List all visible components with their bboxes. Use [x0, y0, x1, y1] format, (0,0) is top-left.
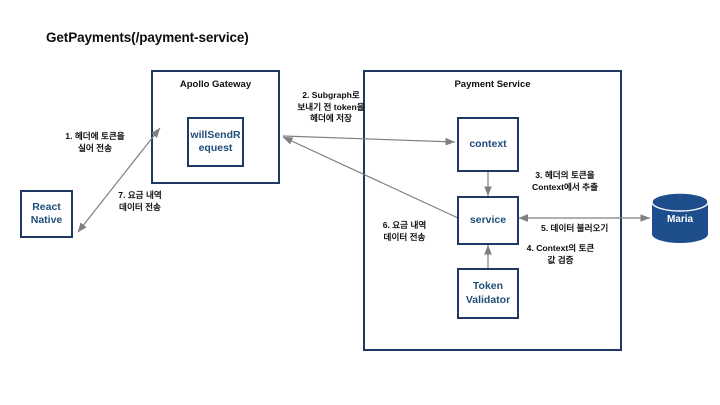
maria-db-node[interactable]: Maria — [651, 192, 709, 244]
page-title: GetPayments(/payment-service) — [46, 30, 249, 45]
payment-service-label: Payment Service — [454, 79, 531, 90]
maria-db-label: Maria — [666, 214, 694, 225]
database-cylinder-icon — [651, 192, 709, 243]
react-native-box[interactable]: React Native — [20, 190, 73, 238]
context-box[interactable]: context — [457, 117, 519, 172]
step-1-label: 1. 헤더에 토큰을 실어 전송 — [65, 131, 125, 153]
token-validator-box[interactable]: Token Validator — [457, 268, 519, 319]
service-box[interactable]: service — [457, 196, 519, 245]
step-5-label: 5. 데이터 불러오기 — [541, 223, 609, 233]
will-send-request-box[interactable]: willSendR equest — [187, 117, 244, 167]
apollo-gateway-label: Apollo Gateway — [179, 79, 252, 90]
step-4-label: 4. Context의 토큰 값 검증 — [526, 243, 595, 265]
step-3-label: 3. 헤더의 토큰을 Context에서 추출 — [531, 170, 598, 192]
step-6-label: 6. 요금 내역 데이터 전송 — [382, 220, 427, 242]
step-2-label: 2. Subgraph로 보내기 전 token을 헤더에 저장 — [297, 90, 365, 124]
step-7-label: 7. 요금 내역 데이터 전송 — [118, 190, 162, 212]
